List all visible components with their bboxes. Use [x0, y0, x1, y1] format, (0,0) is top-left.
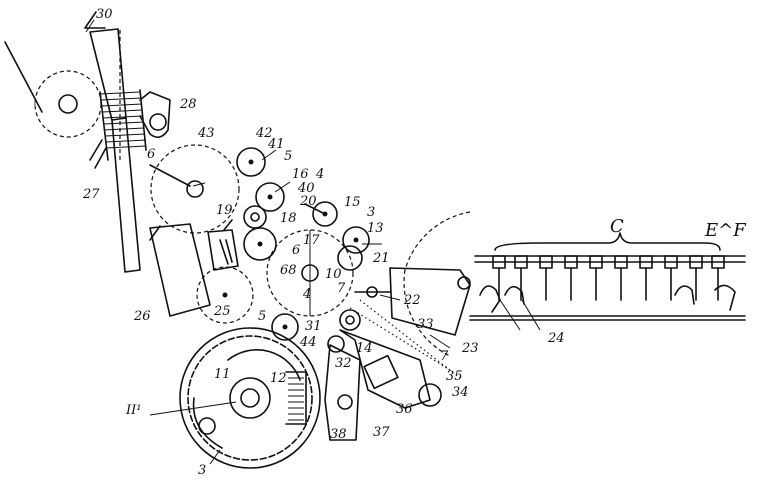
label-4-mid: 4 [302, 287, 311, 302]
label-5-top: 5 [284, 149, 292, 164]
label-31: 31 [305, 319, 322, 334]
ratchet-wheel-11 [179, 327, 321, 469]
label-13: 13 [367, 221, 384, 236]
label-17: 17 [303, 233, 320, 248]
label-EF: E^F [704, 220, 747, 241]
lever-assembly [324, 299, 461, 441]
label-4-top: 4 [315, 167, 324, 182]
label-36: 36 [396, 402, 413, 417]
label-28: 28 [179, 97, 197, 112]
gear-15 [312, 201, 338, 227]
label-34: 34 [452, 385, 469, 400]
label-20: 20 [299, 194, 317, 209]
label-7-mid: 7 [337, 281, 346, 296]
label-40: 40 [297, 181, 315, 196]
label-43: 43 [197, 126, 215, 141]
label-30: 30 [96, 7, 113, 22]
label-32: 32 [335, 356, 352, 371]
gear-25 [196, 266, 254, 324]
gear-31 [271, 313, 299, 341]
label-7-low: 7 [440, 349, 449, 364]
label-33: 33 [417, 317, 434, 332]
label-68: 68 [280, 263, 297, 278]
gear-17 [243, 227, 277, 261]
label-C: C [610, 216, 624, 237]
feed-roller-assembly [4, 41, 102, 138]
label-38: 38 [330, 427, 347, 442]
label-21: 21 [372, 251, 390, 266]
label-27: 27 [82, 187, 100, 202]
label-26: 26 [133, 309, 151, 324]
gear-10 [266, 229, 354, 317]
key-bank-C [469, 232, 746, 321]
plate-26 [149, 223, 211, 317]
guides-27 [89, 139, 107, 169]
label-37: 37 [373, 425, 390, 440]
label-6-mid: 6 [292, 243, 300, 258]
gear-18 [243, 205, 267, 229]
label-10: 10 [325, 267, 342, 282]
leader-lines [85, 19, 541, 465]
bracket-28 [139, 91, 171, 138]
drum-23 [354, 211, 471, 357]
label-42: 42 [255, 126, 273, 141]
label-14: 14 [356, 341, 373, 356]
gear-42 [236, 147, 266, 177]
label-II1: II¹ [125, 403, 141, 418]
label-16: 16 [292, 167, 309, 182]
pawl-19 [207, 219, 239, 271]
label-12: 12 [270, 371, 287, 386]
label-25: 25 [213, 304, 231, 319]
label-19: 19 [216, 203, 233, 218]
label-41: 41 [267, 137, 285, 152]
label-3-top: 3 [367, 205, 375, 220]
gear-16 [255, 182, 285, 212]
label-35: 35 [446, 369, 463, 384]
label-22: 22 [403, 293, 421, 308]
figure-labels: 30 28 43 42 41 5 6 16 4 40 20 15 3 13 19… [82, 7, 747, 478]
label-5-low: 5 [258, 309, 266, 324]
label-18: 18 [280, 211, 297, 226]
label-24: 24 [547, 331, 565, 346]
gear-43 [149, 144, 240, 234]
label-3-bottom: 3 [198, 463, 206, 478]
gear-21 [337, 245, 363, 271]
label-6-top: 6 [147, 147, 155, 162]
gear-13 [342, 226, 370, 254]
label-44: 44 [299, 335, 317, 350]
label-11: 11 [214, 367, 231, 382]
vertical-bar-30 [84, 11, 147, 273]
label-15: 15 [344, 195, 361, 210]
label-23: 23 [461, 341, 479, 356]
